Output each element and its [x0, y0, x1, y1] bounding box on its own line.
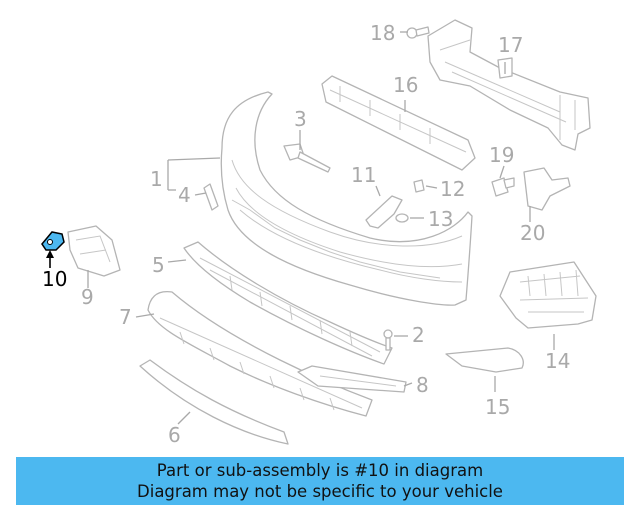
label-12: 12 [440, 177, 465, 201]
caption-banner: Part or sub-assembly is #10 in diagram D… [16, 457, 624, 505]
label-18: 18 [370, 21, 395, 45]
label-6: 6 [168, 423, 181, 447]
part-18-bolt [406, 26, 430, 39]
part-3-bolt [283, 143, 331, 173]
part-4-clip [203, 183, 219, 211]
caption-line-2: Diagram may not be specific to your vehi… [137, 482, 503, 501]
label-19: 19 [489, 143, 514, 167]
label-9: 9 [81, 285, 94, 309]
part-10-sensor-clip [41, 231, 65, 251]
callout-labels: 1 2 3 4 5 6 7 8 9 10 11 12 13 14 15 16 1… [42, 21, 570, 447]
part-14-side-support [499, 261, 597, 329]
part-1-bumper-cover [220, 91, 473, 306]
part-16-energy-absorber [321, 75, 476, 171]
leader-lines [46, 31, 555, 425]
label-2: 2 [412, 323, 425, 347]
label-13: 13 [428, 207, 453, 231]
label-8: 8 [416, 373, 429, 397]
label-14: 14 [545, 349, 570, 373]
label-7: 7 [119, 305, 132, 329]
label-15: 15 [485, 395, 510, 419]
label-11: 11 [351, 163, 376, 187]
part-2-screw [383, 329, 393, 351]
part-13-nut [395, 213, 409, 223]
label-3: 3 [294, 107, 307, 131]
label-1: 1 [150, 167, 163, 191]
label-5: 5 [152, 253, 165, 277]
part-6-lower-trim-strip [139, 359, 289, 445]
part-5-grille-insert [183, 241, 393, 365]
caption-line-1: Part or sub-assembly is #10 in diagram [156, 461, 484, 480]
label-16: 16 [393, 73, 418, 97]
label-4: 4 [178, 183, 191, 207]
part-15-fog-lamp-cover [445, 347, 524, 373]
part-20-mounting-bracket [523, 167, 571, 211]
part-11-center-bracket [365, 195, 403, 229]
label-20: 20 [520, 221, 545, 245]
label-10: 10 [42, 267, 67, 291]
part-8-molding [297, 365, 407, 393]
part-17-reinforcement-bar [427, 19, 591, 151]
label-17: 17 [498, 33, 523, 57]
part-12-retainer [413, 179, 425, 193]
part-9-bracket [67, 225, 121, 277]
part-19-fastener [491, 177, 515, 197]
